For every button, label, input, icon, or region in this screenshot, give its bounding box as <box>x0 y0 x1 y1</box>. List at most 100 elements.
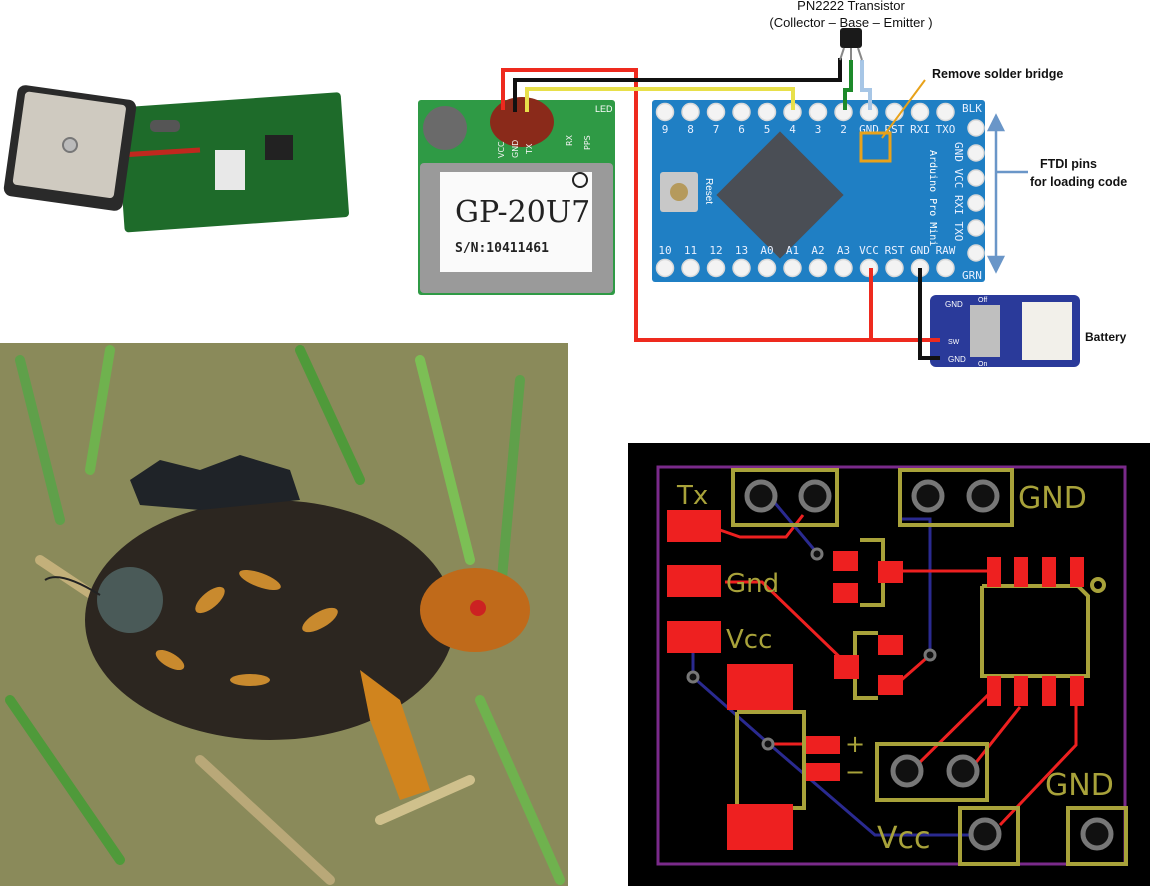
ftdi-label-line2: for loading code <box>1030 175 1127 189</box>
battery-on-label: On <box>978 361 987 368</box>
reset-label: Reset <box>703 178 714 204</box>
header-pin <box>655 258 675 278</box>
header-pin <box>808 258 828 278</box>
pin-label: 12 <box>709 244 722 257</box>
board-outline <box>656 465 1127 866</box>
pin-label: 11 <box>684 244 697 257</box>
pin-label: RXI <box>910 123 930 136</box>
logger-chip <box>265 135 293 160</box>
pin-label: 5 <box>764 123 771 136</box>
gps-pin-label-rx: RX <box>565 134 574 146</box>
wire-base-green <box>843 60 853 110</box>
power-switch <box>970 305 1000 357</box>
gps-pin-label-tx: TX <box>525 143 534 155</box>
pin-label: 2 <box>840 123 847 136</box>
pcb-label-minus: − <box>845 758 865 786</box>
pin-label: 4 <box>789 123 796 136</box>
header-pin <box>681 258 700 278</box>
logger-red-wire <box>119 147 201 158</box>
side-label-ftdi: GND VCC RXI TXO <box>952 142 965 241</box>
pn2222-transistor: PN2222 Transistor (Collector – Base – Em… <box>769 0 933 61</box>
patch-antenna-on-shell <box>97 567 163 633</box>
pin-label: VCC <box>859 244 879 257</box>
battery-jst-connector <box>1022 302 1072 360</box>
header-pin <box>732 102 751 122</box>
wire-gps-gnd-black <box>513 58 842 112</box>
solder-bridge-highlight <box>859 131 892 163</box>
wire-emitter-blue <box>860 60 872 110</box>
ftdi-pin <box>967 194 985 212</box>
header-pin <box>681 102 700 122</box>
battery-off-label: Off <box>978 297 987 304</box>
gps-serial-text: S/N:10411461 <box>455 241 549 256</box>
battery-board: GND Off On GND SW Battery <box>930 295 1127 368</box>
pin-label: 10 <box>658 244 671 257</box>
header-pin <box>757 258 777 278</box>
battery-gnd-bottom: GND <box>948 355 966 364</box>
pcb-label-gnd-bottom: GND <box>1045 768 1114 803</box>
ftdi-pin <box>967 169 985 187</box>
transistor-title: PN2222 Transistor <box>797 0 905 13</box>
pin-label: RST <box>885 244 905 257</box>
turtle-eye <box>470 600 486 616</box>
ftdi-pin <box>967 244 985 262</box>
pcb-through-holes <box>744 479 1114 851</box>
ftdi-pin <box>967 119 985 137</box>
pcb-silkscreen <box>731 468 1128 866</box>
ftdi-bracket <box>986 113 1028 274</box>
header-pin <box>936 102 955 122</box>
header-pin <box>885 258 904 278</box>
pcb-label-gnd-mid: Gnd <box>726 569 779 599</box>
pin-label: A0 <box>760 244 773 257</box>
side-label-grn: GRN <box>962 269 982 282</box>
gps-led-label: LED <box>595 104 613 114</box>
wire-vcc-red <box>501 68 940 342</box>
logger-connector <box>215 150 245 190</box>
pcb-pads <box>667 510 1084 850</box>
wiring <box>501 58 940 360</box>
pcb-label-plus: + <box>845 730 865 758</box>
ftdi-pin <box>967 219 985 237</box>
logger-wire-bundle <box>150 120 180 132</box>
side-label-blk: BLK <box>962 102 982 115</box>
header-pin <box>783 258 802 278</box>
gps-model-text: GP-20U7 <box>455 195 590 230</box>
gps-module: GP-20U7 S/N:10411461 LED VCC GND TX RX P… <box>418 97 615 295</box>
pin-label: A2 <box>811 244 824 257</box>
board-name: Arduino Pro Mini <box>927 150 938 246</box>
header-pin <box>808 102 828 122</box>
pin-label: TXO <box>936 123 956 136</box>
arrow-down-icon <box>986 255 1006 274</box>
header-pin <box>757 102 777 122</box>
gps-solder-joints <box>490 97 554 147</box>
header-pin <box>655 102 675 122</box>
pin-label: 13 <box>735 244 748 257</box>
pcb-label-tx: Tx <box>676 481 708 511</box>
pin-label: 6 <box>738 123 745 136</box>
header-pin <box>834 258 853 278</box>
wire-gps-tx-yellow <box>525 87 795 112</box>
pcb-traces <box>691 502 1078 837</box>
header-pin <box>706 102 726 122</box>
header-pin <box>732 258 751 278</box>
ftdi-pin <box>967 144 985 162</box>
pin-label: 7 <box>713 123 720 136</box>
pin-label: 3 <box>815 123 822 136</box>
header-pin <box>936 258 955 278</box>
pcb-label-vcc-mid: Vcc <box>726 625 772 655</box>
pb-free-mark-icon <box>572 172 588 188</box>
pcb-layout: Tx GND Gnd Vcc + − GND Vcc <box>628 443 1150 886</box>
arrow-up-icon <box>986 113 1006 132</box>
pcb-label-gnd-top: GND <box>1018 481 1087 516</box>
header-pin <box>910 102 930 122</box>
gps-label-sticker <box>440 172 592 272</box>
transistor-pinout: (Collector – Base – Emitter ) <box>769 15 932 30</box>
pin-label: A1 <box>786 244 799 257</box>
gps-coin-cell <box>423 106 467 150</box>
reset-button-cap <box>670 183 688 201</box>
gps-pin-label-gnd: GND <box>511 140 520 158</box>
pin-label: 8 <box>687 123 694 136</box>
